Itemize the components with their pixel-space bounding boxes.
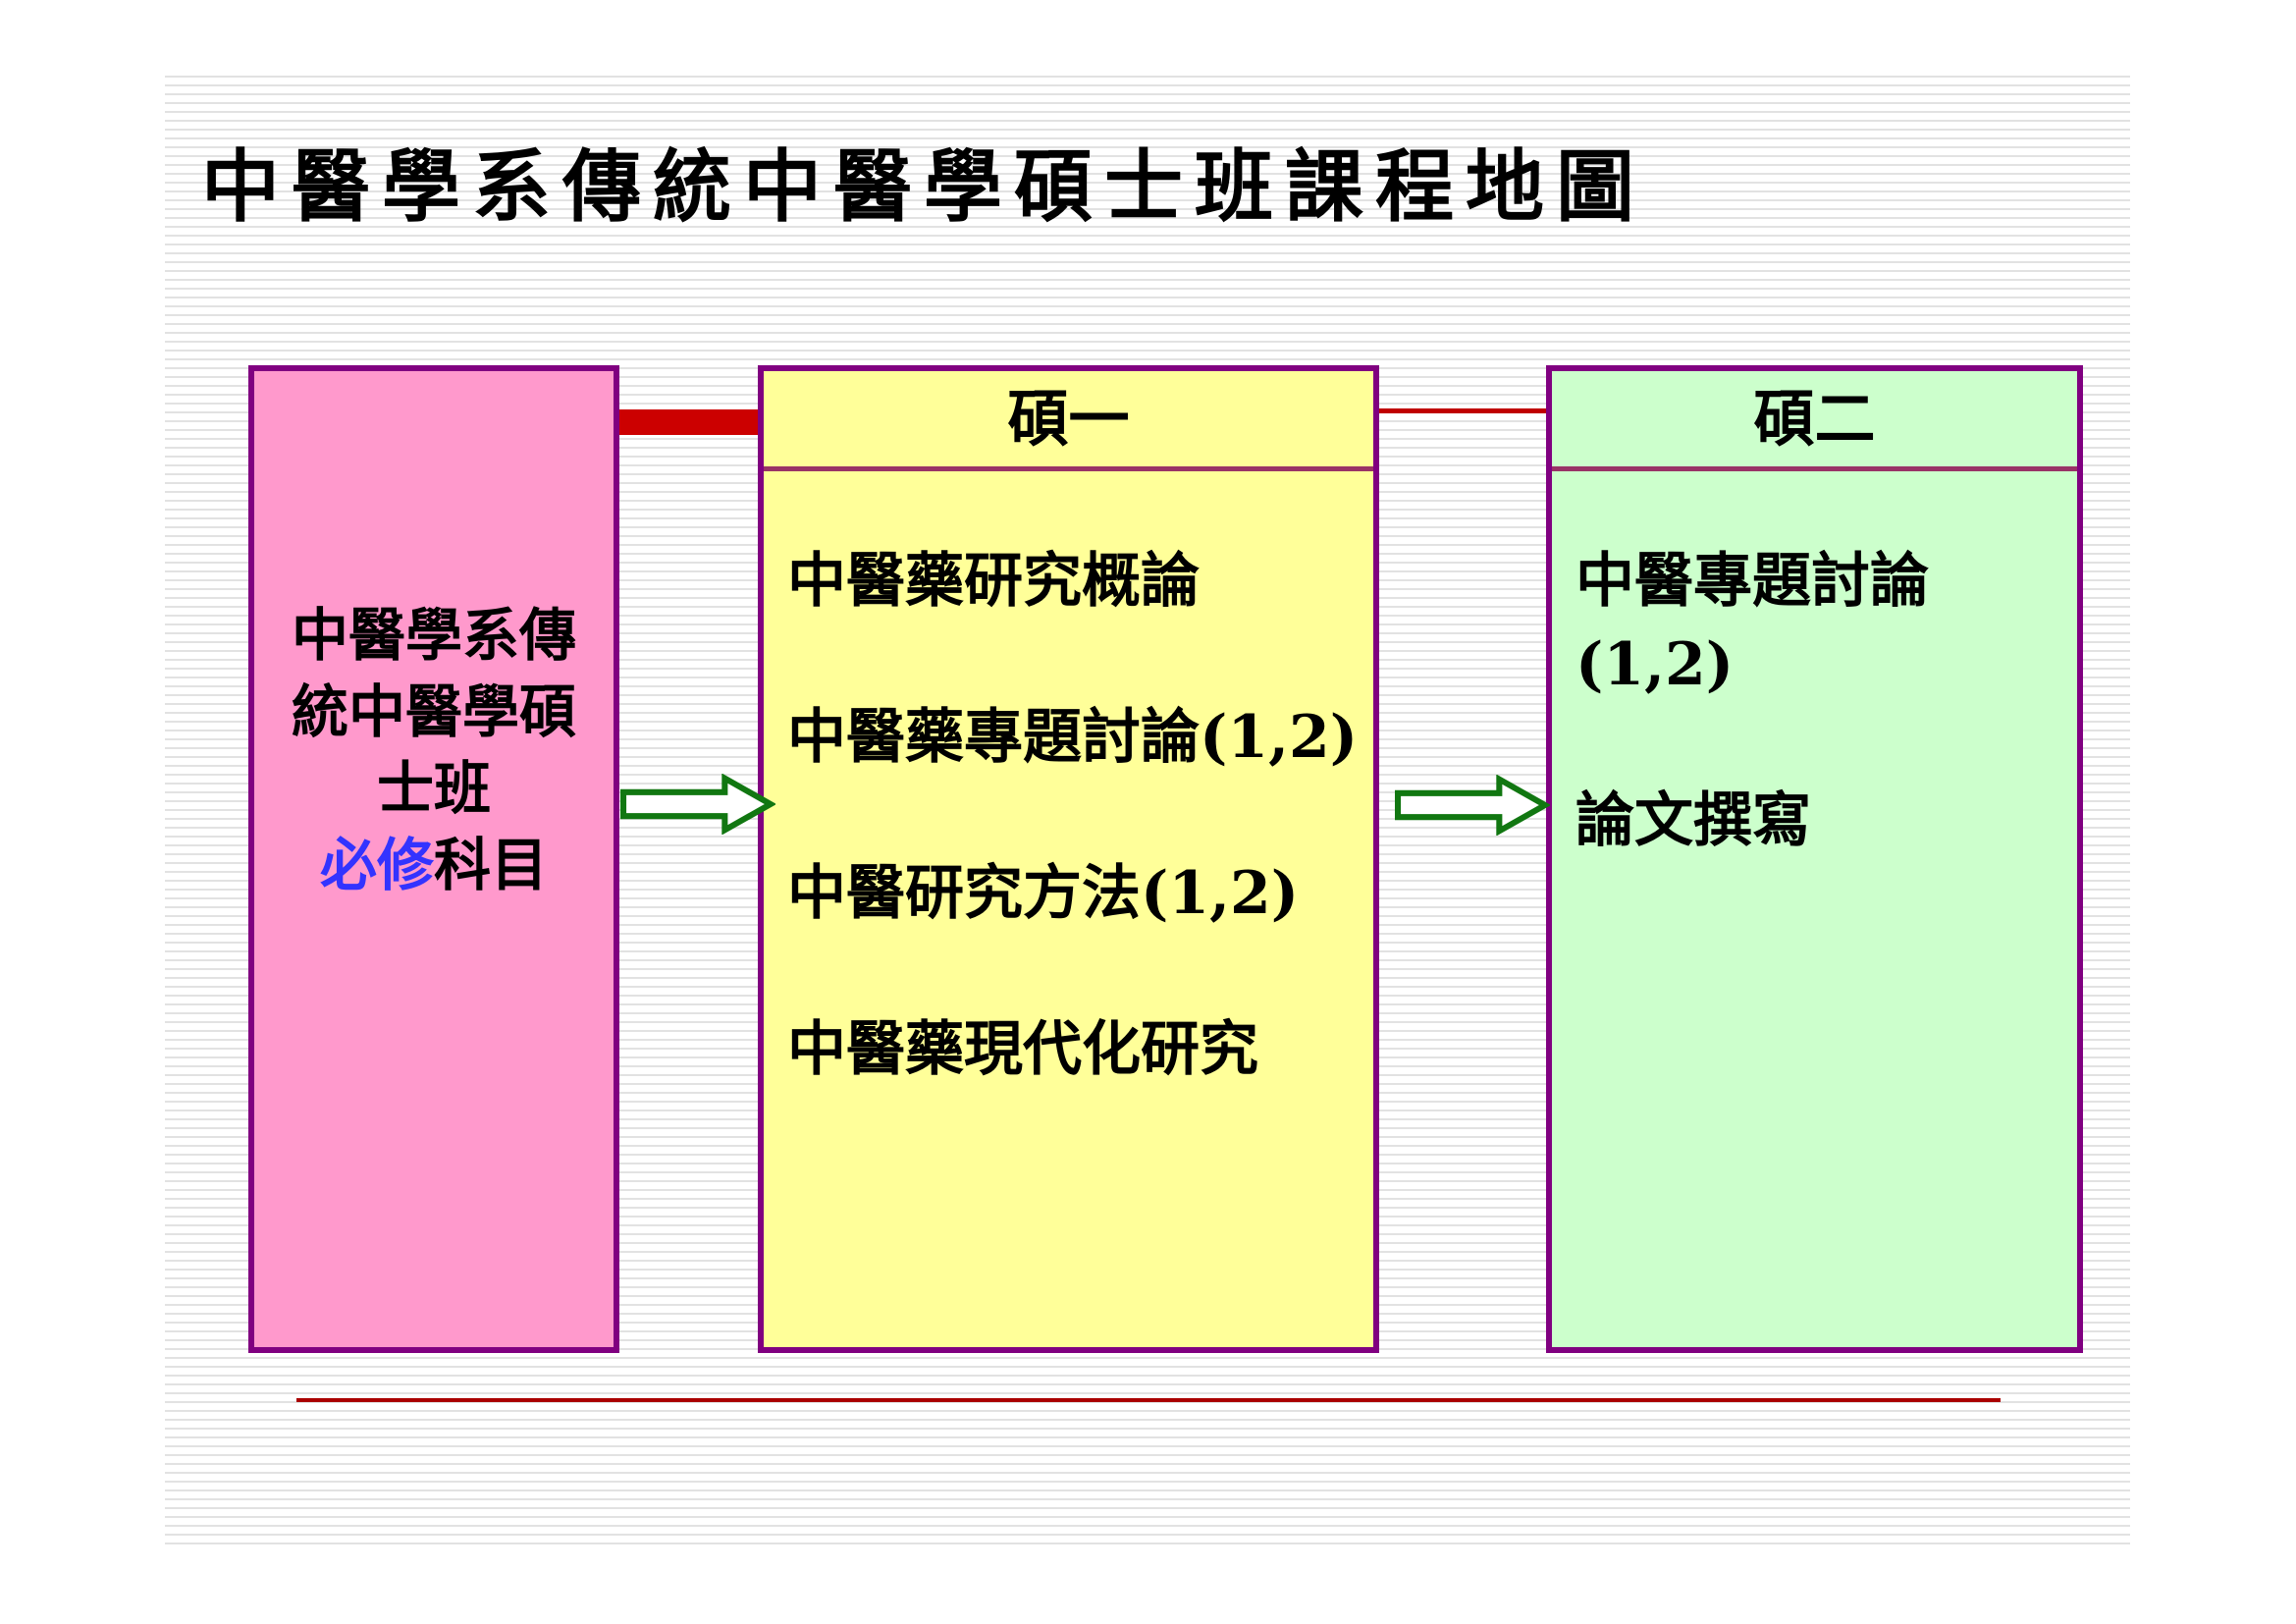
required-suffix-text: 科目 (434, 832, 549, 898)
program-required-box: 中醫學系傳統中醫學碩士班 必修科目 (248, 365, 619, 1353)
flow-arrow-right-icon (1395, 775, 1550, 836)
year2-course-1: 中醫專題討論(1,2) (1575, 547, 1929, 699)
thick-red-connector (618, 409, 760, 435)
year1-course-1: 中醫藥研究概論 (787, 547, 1200, 616)
year1-box: 碩一 中醫藥研究概論 中醫藥專題討論(1,2) 中醫研究方法(1,2) 中醫藥現… (758, 365, 1379, 1353)
year2-header: 碩二 (1552, 371, 2077, 471)
year2-course-2: 論文撰寫 (1575, 786, 1811, 855)
program-name-text: 中醫學系傳統中醫學碩士班 (291, 602, 576, 822)
required-subjects-line: 必修科目 (289, 827, 579, 903)
year1-course-2: 中醫藥專題討論(1,2) (787, 703, 1359, 772)
slide-title: 中醫學系傳統中醫學碩士班課程地圖 (201, 140, 1646, 233)
required-highlight-text: 必修 (319, 832, 434, 898)
year2-header-label: 碩二 (1753, 383, 1876, 455)
year1-header: 碩一 (764, 371, 1373, 471)
bottom-divider-rule (296, 1398, 2001, 1402)
year2-course-list: 中醫專題討論(1,2) 論文撰寫 (1552, 471, 2077, 863)
year1-course-4: 中醫藥現代化研究 (787, 1015, 1258, 1084)
thin-red-connector (1377, 408, 1550, 413)
year1-course-3: 中醫研究方法(1,2) (787, 859, 1300, 928)
year2-box: 碩二 中醫專題討論(1,2) 論文撰寫 (1546, 365, 2083, 1353)
year1-header-label: 碩一 (1007, 383, 1130, 455)
program-required-text: 中醫學系傳統中醫學碩士班 必修科目 (254, 371, 614, 1347)
flow-arrow-left-icon (620, 774, 775, 835)
year1-course-list: 中醫藥研究概論 中醫藥專題討論(1,2) 中醫研究方法(1,2) 中醫藥現代化研… (764, 471, 1373, 1092)
